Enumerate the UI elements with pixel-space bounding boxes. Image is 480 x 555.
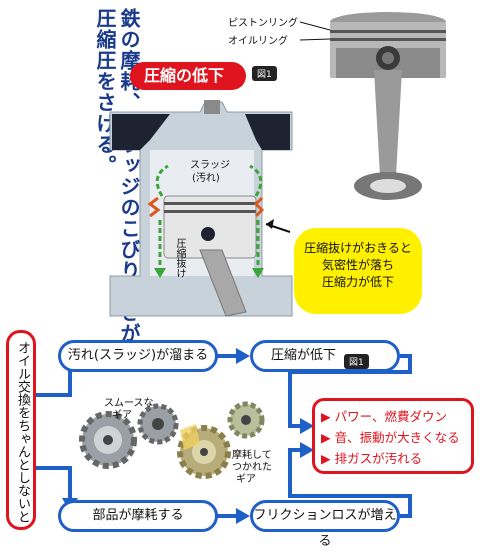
result-text-noise: 音、振動が大きくなる	[334, 430, 460, 445]
compression-leak-label: 圧縮抜け	[174, 238, 185, 278]
note-line3: 圧縮力が低下	[321, 275, 394, 289]
worn-gear-label2: つかれた	[232, 462, 272, 473]
result-item: ▶ 排ガスが汚れる	[321, 451, 423, 466]
figure-tag: 図1	[252, 66, 277, 81]
oil-change-warning-text: オイル交換をちゃんとしないと	[15, 341, 30, 523]
smooth-gear-label: スムースな	[104, 398, 154, 409]
piston-photo	[299, 0, 480, 210]
note-line2: 気密性が落ち	[321, 258, 394, 272]
compression-drop-badge: 圧縮の低下	[130, 62, 246, 90]
friction-loss-step: フリクションロスが増える	[250, 500, 400, 549]
illustration	[36, 0, 480, 524]
result-text-exhaust: 排ガスが汚れる	[334, 451, 423, 466]
result-item: ▶ パワー、燃費ダウン	[321, 409, 447, 424]
compression-fig-tag: 図1	[344, 354, 369, 369]
sludge-label: スラッジ	[190, 160, 230, 171]
worn-gear-label3: ギア	[236, 474, 256, 485]
sludge-sub-label: (汚れ)	[192, 173, 220, 184]
result-item: ▶ 音、振動が大きくなる	[321, 430, 460, 445]
note-line1: 圧縮抜けがおきると	[304, 241, 412, 255]
oil-change-warning-box: オイル交換をちゃんとしないと	[6, 330, 36, 530]
compression-drop-step: 圧縮が低下	[250, 340, 400, 372]
consequences-box: ▶ パワー、燃費ダウン ▶ 音、振動が大きくなる ▶ 排ガスが汚れる	[312, 398, 474, 474]
oil-ring-label: オイルリング	[228, 36, 288, 47]
gears-illustration	[79, 401, 265, 479]
sludge-buildup-step: 汚れ(スラッジ)が溜まる	[58, 340, 218, 372]
parts-wear-step: 部品が摩耗する	[58, 500, 218, 532]
worn-gear-label1: 摩耗して	[232, 450, 272, 461]
smooth-gear-label2: ギア	[112, 410, 132, 421]
piston-ring-label: ピストンリング	[228, 18, 298, 29]
cylinder-diagram	[109, 100, 293, 317]
result-text-power: パワー、燃費ダウン	[334, 409, 447, 424]
leak-explanation-note: 圧縮抜けがおきると 気密性が落ち 圧縮力が低下	[294, 228, 422, 314]
